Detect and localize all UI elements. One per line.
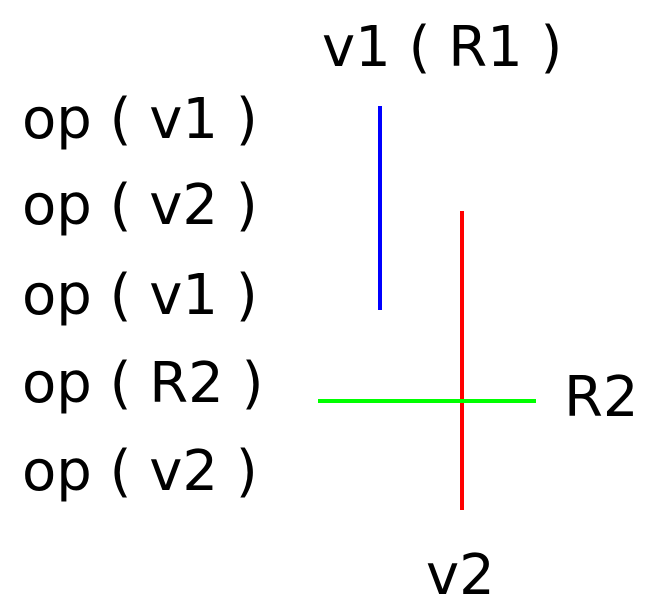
op-row-4: op ( R2 ) (22, 351, 264, 416)
op-row-1: op ( v1 ) (22, 87, 258, 152)
op-row-3: op ( v1 ) (22, 263, 258, 328)
right-label: R2 (564, 365, 639, 430)
top-label: v1 ( R1 ) (322, 15, 563, 80)
bottom-label: v2 (426, 543, 495, 608)
op-row-2: op ( v2 ) (22, 173, 258, 238)
op-row-5: op ( v2 ) (22, 439, 258, 504)
